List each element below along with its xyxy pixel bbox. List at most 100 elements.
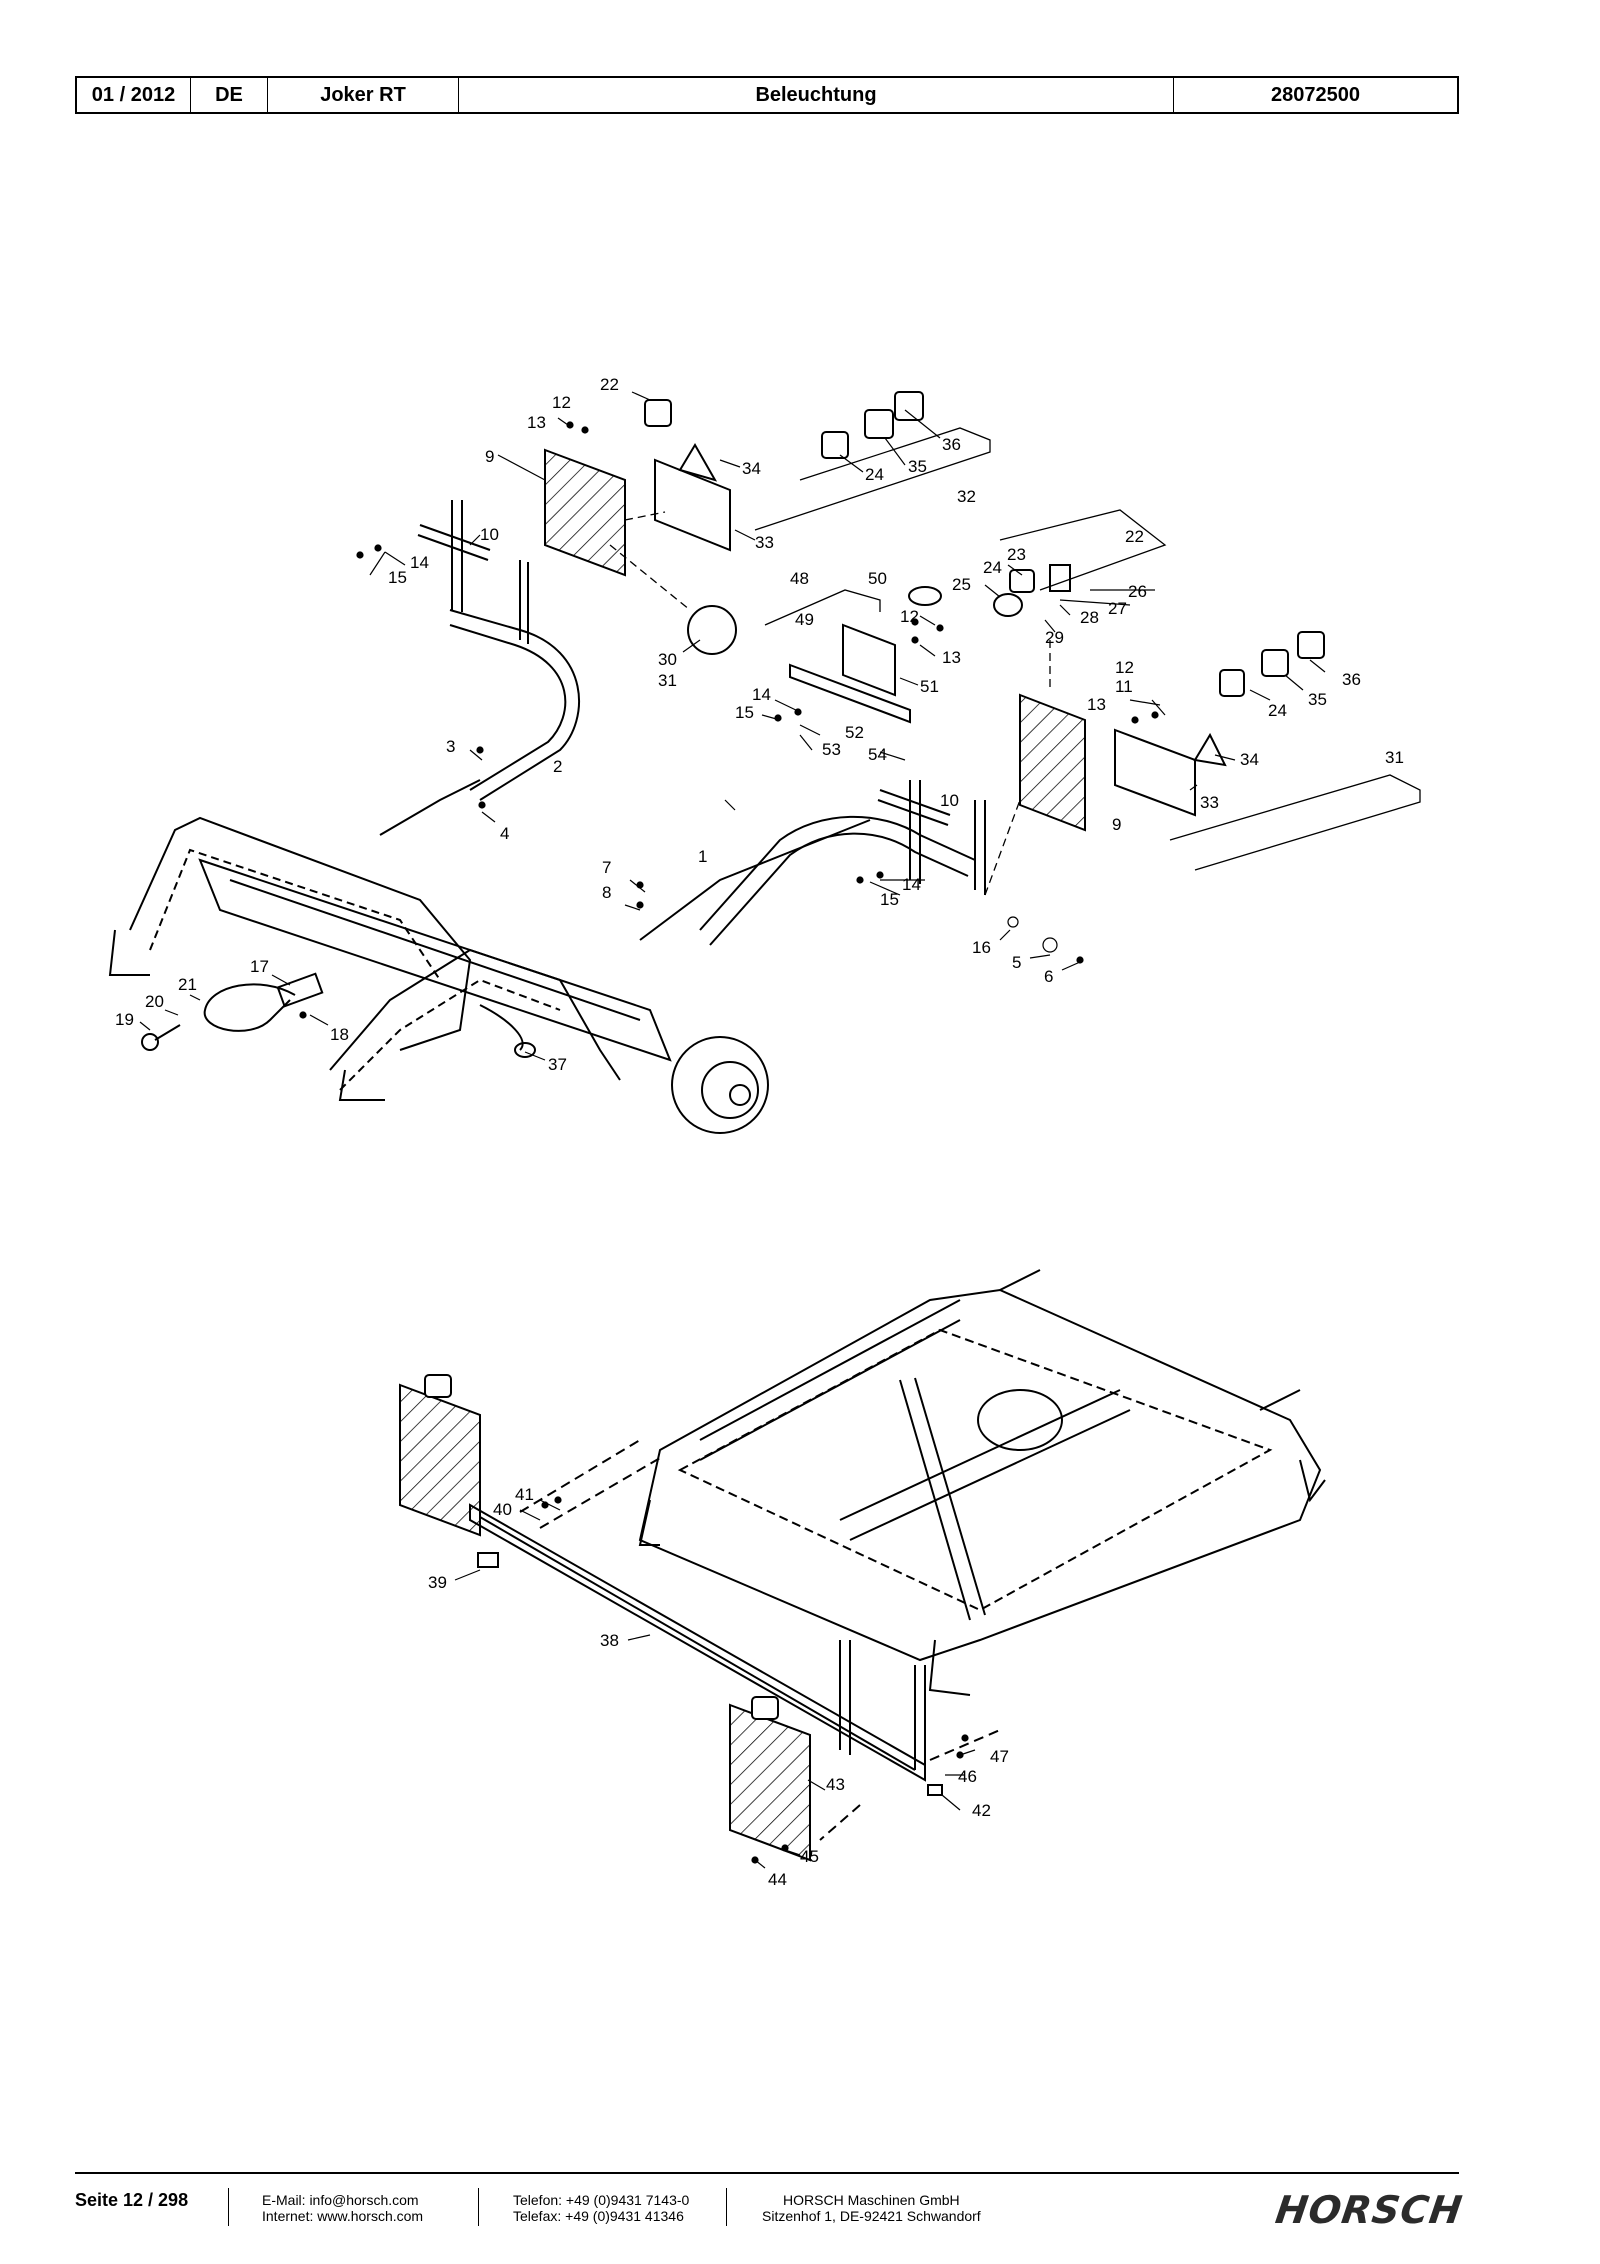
callout: 49 <box>795 610 814 629</box>
callout: 21 <box>178 975 197 994</box>
callout: 13 <box>527 413 546 432</box>
callout: 17 <box>250 957 269 976</box>
callout: 25 <box>952 575 971 594</box>
callout: 14 <box>752 685 771 704</box>
header-date: 01 / 2012 <box>77 78 191 112</box>
footer-company-block: HORSCH Maschinen GmbH Sitzenhof 1, DE-92… <box>762 2192 981 2224</box>
callout: 53 <box>822 740 841 759</box>
callout: 47 <box>990 1747 1009 1766</box>
callout: 34 <box>1240 750 1259 769</box>
callout: 50 <box>868 569 887 588</box>
callout: 8 <box>602 883 611 902</box>
frame-assembly <box>469 1269 1326 1841</box>
callout: 33 <box>1200 793 1219 812</box>
callout: 13 <box>942 648 961 667</box>
page-number: Seite 12 / 298 <box>75 2190 189 2210</box>
callouts-top: 22 12 13 9 34 36 35 24 32 10 14 15 33 48… <box>115 375 1404 1074</box>
callout: 3 <box>446 737 455 756</box>
callout: 11 <box>1115 677 1133 696</box>
callout: 28 <box>1080 608 1099 627</box>
footer-address: Sitzenhof 1, DE-92421 Schwandorf <box>762 2208 981 2224</box>
callout: 1 <box>698 847 707 866</box>
grouping-brackets <box>609 427 1421 896</box>
header-doc-number: 28072500 <box>1271 83 1360 106</box>
callout: 12 <box>552 393 571 412</box>
footer-contact-web: E-Mail: info@horsch.com Internet: www.ho… <box>262 2192 423 2224</box>
callout: 24 <box>865 465 884 484</box>
callout: 7 <box>602 858 611 877</box>
callout: 9 <box>485 447 494 466</box>
callout: 48 <box>790 569 809 588</box>
callout: 18 <box>330 1025 349 1044</box>
callout: 40 <box>493 1500 512 1519</box>
footer-company: HORSCH Maschinen GmbH <box>783 2192 960 2208</box>
callout: 46 <box>958 1767 977 1786</box>
header-section: Beleuchtung <box>459 78 1174 112</box>
callout: 34 <box>742 459 761 478</box>
callout: 29 <box>1045 628 1064 647</box>
callout: 16 <box>972 938 991 957</box>
footer-rule <box>75 2172 1459 2174</box>
callout: 31 <box>1385 748 1404 767</box>
footer-contact-phone: Telefon: +49 (0)9431 7143-0 Telefax: +49… <box>513 2192 689 2224</box>
callout: 52 <box>845 723 864 742</box>
callout: 45 <box>800 1847 819 1866</box>
callout: 13 <box>1087 695 1106 714</box>
callout: 10 <box>480 525 499 544</box>
leader-lines <box>139 391 1326 1061</box>
header-lang: DE <box>191 78 268 112</box>
footer-separator <box>478 2188 479 2226</box>
callout: 14 <box>410 553 429 572</box>
callout: 15 <box>388 568 407 587</box>
callout: 12 <box>1115 658 1134 677</box>
footer-fax: Telefax: +49 (0)9431 41346 <box>513 2208 684 2224</box>
header-model: Joker RT <box>268 78 459 112</box>
callout: 15 <box>880 890 899 909</box>
callout: 36 <box>942 435 961 454</box>
callout: 33 <box>755 533 774 552</box>
callout: 14 <box>902 875 921 894</box>
callout: 38 <box>600 1631 619 1650</box>
callout: 22 <box>600 375 619 394</box>
callout: 5 <box>1012 953 1021 972</box>
rear-light-plates-top <box>544 391 1325 832</box>
callout: 31 <box>658 671 677 690</box>
callout: 24 <box>1268 701 1287 720</box>
callout: 23 <box>1007 545 1026 564</box>
callout: 51 <box>920 677 939 696</box>
leader-lines-bottom <box>454 1496 976 1869</box>
callout: 6 <box>1044 967 1053 986</box>
callout: 26 <box>1128 582 1147 601</box>
callout: 22 <box>1125 527 1144 546</box>
callout: 41 <box>515 1485 534 1504</box>
callout: 35 <box>1308 690 1327 709</box>
callout: 27 <box>1108 599 1127 618</box>
callout: 37 <box>548 1055 567 1074</box>
header-table: 01 / 2012 DE Joker RT Beleuchtung 280725… <box>75 76 1459 114</box>
callout: 2 <box>553 757 562 776</box>
callout: 12 <box>900 607 919 626</box>
callout: 30 <box>658 650 677 669</box>
callout: 9 <box>1112 815 1121 834</box>
callout: 43 <box>826 1775 845 1794</box>
axle-assembly <box>108 500 986 1134</box>
rear-light-plates-bottom <box>399 1374 943 1862</box>
footer-email: E-Mail: info@horsch.com <box>262 2192 419 2208</box>
callout: 24 <box>983 558 1002 577</box>
callout: 10 <box>940 791 959 810</box>
callout: 19 <box>115 1010 134 1029</box>
callouts-bottom: 41 40 39 38 47 46 43 42 45 44 <box>428 1485 1009 1889</box>
callout: 44 <box>768 1870 787 1889</box>
callout: 35 <box>908 457 927 476</box>
callout: 15 <box>735 703 754 722</box>
callout: 42 <box>972 1801 991 1820</box>
callout: 39 <box>428 1573 447 1592</box>
footer-internet: Internet: www.horsch.com <box>262 2208 424 2224</box>
horsch-logo: HORSCH <box>1272 2188 1466 2232</box>
callout: 54 <box>868 745 887 764</box>
footer-separator <box>726 2188 727 2226</box>
callout: 36 <box>1342 670 1361 689</box>
callout: 4 <box>500 824 509 843</box>
callout: 32 <box>957 487 976 506</box>
